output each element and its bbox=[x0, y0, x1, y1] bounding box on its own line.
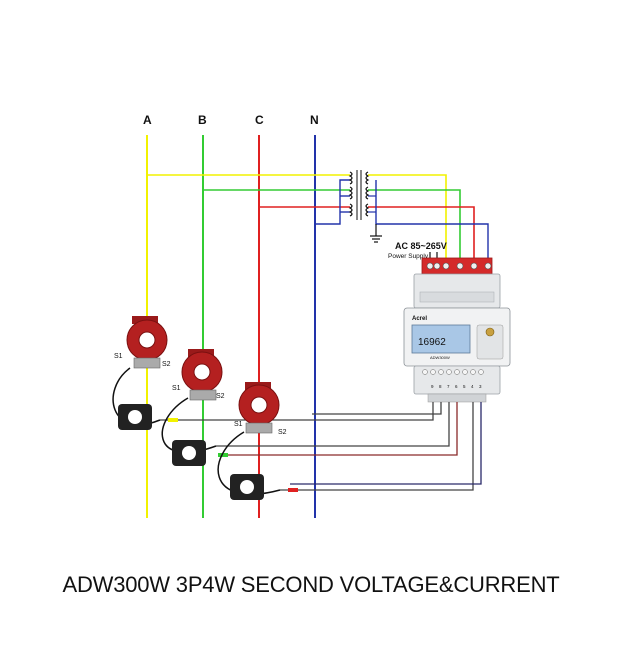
diagram-caption: ADW300W 3P4W SECOND VOLTAGE&CURRENT bbox=[62, 572, 560, 597]
pt-secondary-b bbox=[368, 189, 461, 262]
svg-text:S1: S1 bbox=[234, 421, 243, 428]
current-lead-b2 bbox=[216, 402, 450, 447]
clamp-ct-b bbox=[161, 397, 217, 466]
power-supply-label: Power Supply bbox=[388, 253, 429, 260]
lead-marker-red bbox=[288, 488, 298, 492]
clamp-ct-c bbox=[217, 431, 281, 500]
current-lead-a2 bbox=[312, 402, 442, 415]
current-transformer-a: S1 S2 bbox=[114, 316, 171, 369]
meter-upper-body bbox=[413, 273, 501, 309]
clamp-ct-a bbox=[112, 367, 161, 430]
svg-text:8: 8 bbox=[439, 384, 442, 389]
svg-text:S2: S2 bbox=[162, 361, 171, 368]
meter-lcd bbox=[411, 324, 471, 354]
current-lead-c bbox=[280, 402, 474, 491]
bottom-terminal-numbers: 9 8 7 6 5 4 3 bbox=[431, 384, 482, 389]
current-lead-c2 bbox=[290, 402, 482, 485]
svg-text:5: 5 bbox=[463, 384, 466, 389]
meter-knob bbox=[485, 327, 495, 337]
power-supply-voltage: AC 85~265V bbox=[395, 241, 447, 251]
svg-text:S1: S1 bbox=[172, 385, 181, 392]
svg-text:S1: S1 bbox=[114, 353, 123, 360]
meter-brand: Acrel bbox=[412, 316, 427, 322]
meter-button-area bbox=[476, 324, 504, 360]
ground-icon bbox=[370, 224, 382, 243]
meter-model: ADW300W bbox=[430, 355, 450, 360]
lead-marker-green bbox=[218, 453, 228, 457]
current-transformer-c: S1 S2 bbox=[234, 382, 287, 436]
potential-transformer bbox=[348, 170, 370, 220]
pt-secondary-n bbox=[375, 180, 489, 262]
current-lead-b bbox=[222, 402, 458, 456]
svg-text:3: 3 bbox=[479, 384, 482, 389]
svg-text:S2: S2 bbox=[216, 393, 225, 400]
svg-text:9: 9 bbox=[431, 384, 434, 389]
svg-text:4: 4 bbox=[471, 384, 474, 389]
meter-reading: 16962 bbox=[418, 337, 446, 348]
pt-secondary-c bbox=[368, 206, 475, 262]
pt-secondary-a bbox=[368, 174, 447, 262]
phase-label-n: N bbox=[310, 113, 319, 127]
phase-label-a: A bbox=[143, 113, 152, 127]
current-lead-a bbox=[160, 402, 434, 421]
lead-marker-yellow bbox=[168, 418, 178, 422]
phase-label-b: B bbox=[198, 113, 207, 127]
svg-text:S2: S2 bbox=[278, 429, 287, 436]
phase-label-c: C bbox=[255, 113, 264, 127]
top-terminal-screws bbox=[426, 262, 492, 270]
current-transformer-b: S1 S2 bbox=[172, 349, 225, 401]
voltage-tap-n bbox=[315, 179, 350, 225]
svg-text:7: 7 bbox=[447, 384, 450, 389]
bottom-terminal-screws bbox=[422, 369, 484, 375]
energy-meter: 1 2 10 11 12 13 14 Acrel 16962 ADW300W bbox=[403, 257, 511, 403]
svg-text:6: 6 bbox=[455, 384, 458, 389]
